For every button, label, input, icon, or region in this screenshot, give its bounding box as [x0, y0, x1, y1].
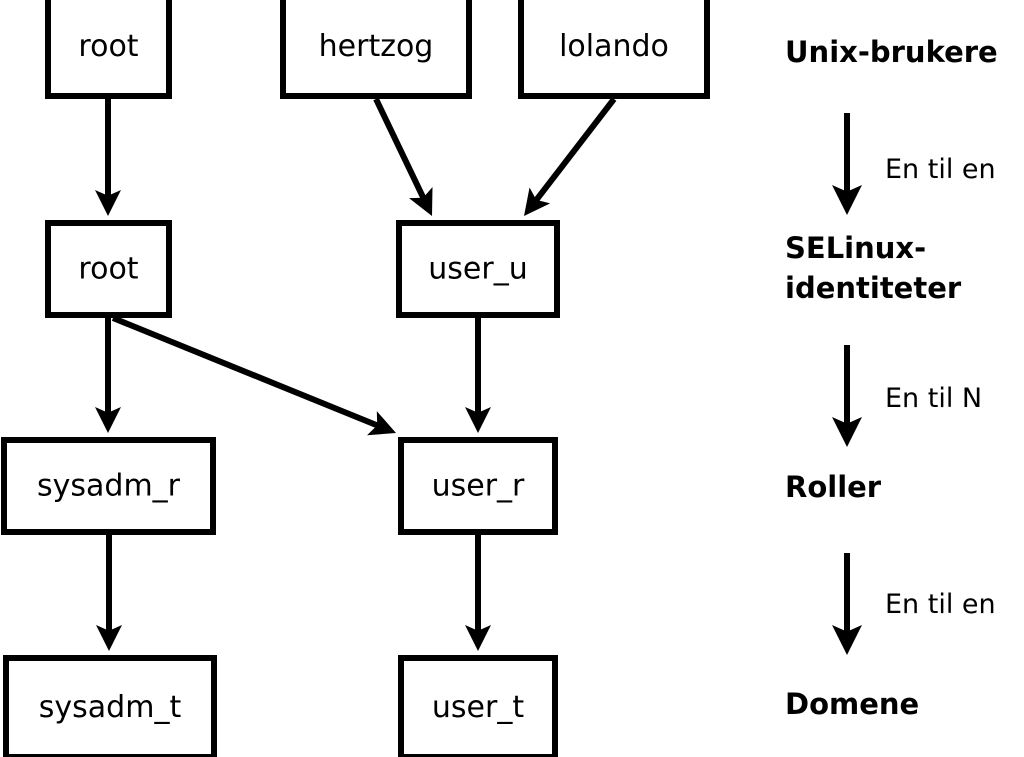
legend-rel-one-to-one-b: En til en [832, 553, 996, 655]
node-unix_hertzog[interactable]: hertzog [280, 0, 472, 99]
node-sel_root[interactable]: root [45, 220, 172, 318]
edge-sel_user_u-to-role_user [465, 318, 491, 433]
edge-sel_root-to-role_sysadm [95, 318, 121, 433]
node-box[interactable] [1, 437, 216, 535]
legend-stage-label: identiteter [785, 271, 962, 305]
legend-rel-one-to-one-a: En til en [832, 113, 996, 215]
legend-rel-one-to-n: En til N [832, 345, 982, 447]
edge-sel_root-to-role_user [111, 315, 396, 436]
node-label: root [78, 252, 138, 287]
node-box[interactable] [280, 0, 472, 99]
edges-layer [95, 97, 617, 651]
legend-relation-label: En til N [885, 383, 982, 414]
arrow-down-icon [832, 417, 862, 447]
arrow-head-icon [367, 411, 396, 436]
legend-stage-domains: Domene [785, 687, 919, 721]
edge-unix_lolando-to-sel_user_u [524, 97, 617, 216]
arrow-head-icon [524, 187, 551, 216]
edge-unix_hertzog-to-sel_user_u [373, 97, 433, 216]
node-label: user_r [432, 469, 525, 504]
node-label: hertzog [319, 29, 434, 64]
arrow-head-icon [96, 625, 122, 651]
arrow-head-icon [465, 625, 491, 651]
legend-stage-label: Domene [785, 687, 919, 721]
node-label: user_u [428, 252, 527, 287]
legend-stage-label: Unix-brukere [785, 35, 998, 69]
node-dom_user[interactable]: user_t [398, 655, 558, 757]
arrow-head-icon [95, 407, 121, 433]
node-box[interactable] [398, 655, 558, 757]
edge-line [111, 315, 384, 431]
node-label: lolando [559, 29, 669, 64]
legend-stage-label: SELinux- [785, 231, 926, 265]
node-label: root [78, 29, 138, 64]
arrow-head-icon [409, 186, 433, 216]
edge-line [373, 97, 429, 205]
node-dom_sysadm[interactable]: sysadm_t [3, 655, 217, 757]
node-box[interactable] [45, 0, 172, 99]
legend-stage-selinux-identities: SELinux-identiteter [785, 231, 962, 305]
arrow-head-icon [95, 190, 121, 216]
node-sel_user_u[interactable]: user_u [396, 220, 560, 318]
node-unix_lolando[interactable]: lolando [518, 0, 710, 99]
node-role_sysadm[interactable]: sysadm_r [1, 437, 216, 535]
arrow-down-icon [832, 185, 862, 215]
legend-layer: Unix-brukereSELinux-identiteterRollerDom… [785, 35, 998, 721]
node-box[interactable] [518, 0, 710, 99]
arrow-head-icon [465, 407, 491, 433]
node-label: sysadm_t [39, 690, 182, 725]
legend-relation-label: En til en [885, 589, 996, 620]
node-role_user[interactable]: user_r [398, 437, 558, 535]
node-box[interactable] [398, 437, 558, 535]
edge-unix_root-to-sel_root [95, 99, 121, 216]
edge-role_sysadm-to-dom_sysadm [96, 535, 122, 651]
node-label: sysadm_r [37, 469, 181, 504]
legend-relation-label: En til en [885, 154, 996, 185]
node-box[interactable] [45, 220, 172, 318]
edge-role_user-to-dom_user [465, 535, 491, 651]
legend-stage-roles: Roller [785, 470, 882, 504]
legend-stage-label: Roller [785, 470, 882, 504]
edge-line [530, 97, 617, 207]
arrow-down-icon [832, 625, 862, 655]
node-label: user_t [432, 690, 524, 725]
legend-stage-unix-users: Unix-brukere [785, 35, 998, 69]
node-box[interactable] [3, 655, 217, 757]
node-box[interactable] [396, 220, 560, 318]
node-unix_root[interactable]: root [45, 0, 172, 99]
